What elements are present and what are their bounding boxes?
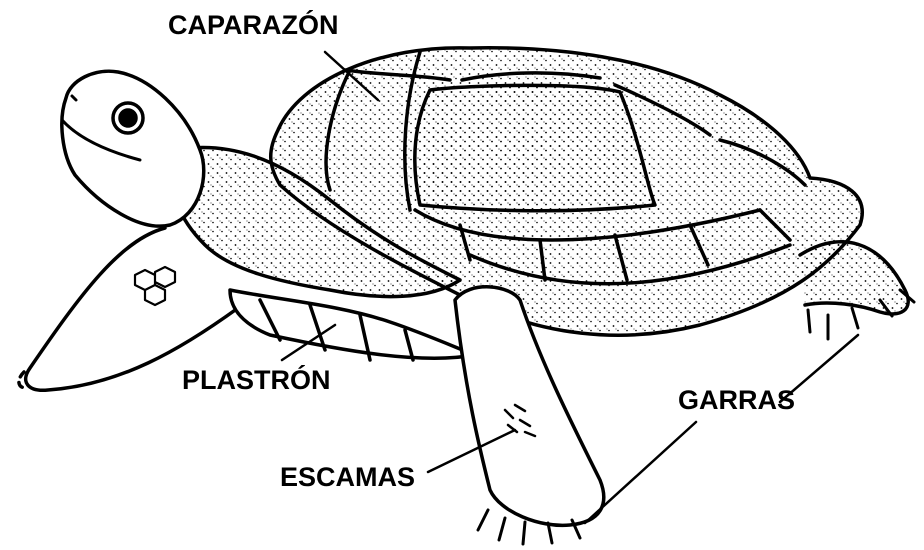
label-plastron: PLASTRÓN (182, 367, 331, 394)
leader-garras-2 (585, 422, 696, 523)
central-scute (415, 85, 655, 210)
pupil (120, 110, 136, 126)
label-escamas: ESCAMAS (280, 464, 415, 491)
head (62, 71, 204, 226)
label-garras: GARRAS (678, 387, 795, 414)
label-caparazon: CAPARAZÓN (168, 12, 339, 39)
plastron (230, 290, 475, 360)
